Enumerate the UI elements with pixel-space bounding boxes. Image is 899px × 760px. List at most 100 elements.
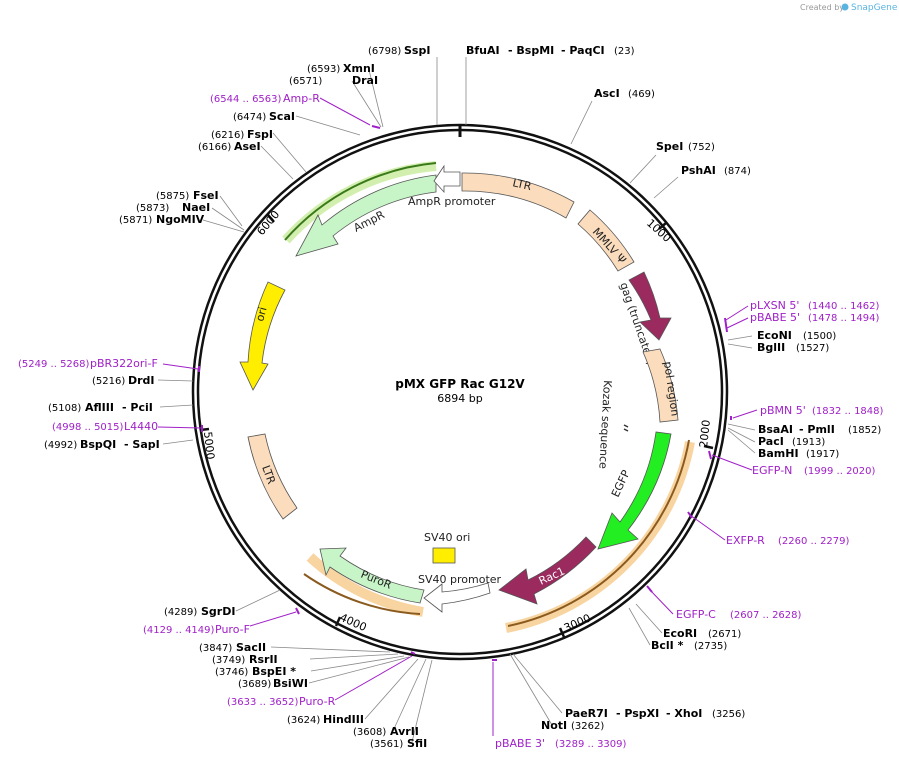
egfpc-primer-label[interactable]: EGFP-C: [676, 608, 716, 621]
l4440-primer-label[interactable]: L4440: [124, 420, 158, 433]
pbmn-primer-range: (1832 .. 1848): [812, 406, 884, 417]
hindiii-label[interactable]: HindIII: [323, 713, 364, 726]
sspi-pos: (6798): [368, 46, 401, 57]
pbabe5-primer-label[interactable]: pBABE 5': [750, 311, 800, 324]
sv40-ori-feature[interactable]: [432, 547, 456, 564]
econi-label[interactable]: EcoNI: [757, 329, 792, 342]
puror-primer-label[interactable]: Puro-R: [299, 695, 336, 708]
sapi-label[interactable]: - SapI: [124, 438, 160, 451]
bfuai-pos: (23): [614, 46, 635, 57]
plxsn-primer-range: (1440 .. 1462): [808, 301, 880, 312]
tick-2000-mark: [703, 444, 714, 450]
paci-label[interactable]: PacI: [758, 435, 784, 448]
snapgene-logo-icon: [841, 3, 849, 11]
bcli-label[interactable]: BclI *: [651, 639, 684, 652]
ltr-top-feature[interactable]: [461, 172, 575, 219]
xmni-label[interactable]: XmnI: [343, 62, 375, 75]
purof-primer-range: (4129 .. 4149): [143, 625, 215, 636]
l4440-primer-range: (4998 .. 5015): [52, 422, 124, 433]
ampr-feature[interactable]: [295, 174, 437, 257]
ltr-bottom-feature[interactable]: [247, 433, 298, 520]
bamhi-pos: (1917): [806, 449, 839, 460]
paci-pos: (1913): [792, 437, 825, 448]
paer7i-pos: (3256): [712, 709, 745, 720]
puror-feature[interactable]: [319, 547, 425, 604]
bfuai-label[interactable]: BfuAI: [466, 44, 500, 57]
kozak-feature[interactable]: [623, 424, 629, 428]
fsei-pos: (5875): [156, 191, 189, 202]
sacii-label[interactable]: SacII: [236, 641, 266, 654]
plxsn-primer-label[interactable]: pLXSN 5': [750, 299, 799, 312]
pcii-label[interactable]: - PciI: [122, 401, 153, 414]
asei-label[interactable]: AseI: [234, 140, 261, 153]
drai-label[interactable]: DraI: [352, 74, 378, 87]
spei-label[interactable]: SpeI: [656, 140, 683, 153]
avrii-label[interactable]: AvrII: [390, 725, 419, 738]
sv40-promoter-feature[interactable]: [423, 582, 491, 613]
sfii-label[interactable]: SfiI: [407, 737, 427, 750]
sgrdi-label[interactable]: SgrDI: [201, 605, 235, 618]
fspi-label[interactable]: FspI: [247, 128, 273, 141]
ampr-primer-label[interactable]: Amp-R: [283, 92, 320, 105]
asci-pos: (469): [628, 89, 655, 100]
noti-label[interactable]: NotI: [541, 719, 567, 732]
rsrii-label[interactable]: RsrII: [249, 653, 278, 666]
scai-label[interactable]: ScaI: [269, 110, 295, 123]
fspi-pos: (6216): [211, 130, 244, 141]
pbabe3-primer-label[interactable]: pBABE 3': [495, 737, 545, 750]
drdi-label[interactable]: DrdI: [128, 374, 155, 387]
sacii-pos: (3847): [199, 643, 232, 654]
paqci-label[interactable]: - PaqCI: [561, 44, 605, 57]
afliii-label[interactable]: AflIII: [85, 401, 114, 414]
avrii-pos: (3608): [353, 727, 386, 738]
paer7i-label[interactable]: PaeR7I: [565, 707, 608, 720]
purof-primer-label[interactable]: Puro-F: [215, 623, 250, 636]
pbmn-primer-label[interactable]: pBMN 5': [760, 404, 806, 417]
egfp-label: EGFP: [609, 468, 633, 500]
bsiwi-label[interactable]: BsiWI: [273, 677, 308, 690]
asei-pos: (6166): [198, 142, 231, 153]
ori-feature[interactable]: [239, 281, 286, 391]
bsaai-label[interactable]: BsaAI: [758, 423, 793, 436]
pshai-label[interactable]: PshAI: [681, 164, 716, 177]
pspxi-label[interactable]: - PspXI: [616, 707, 659, 720]
plasmid-length: 6894 bp: [437, 392, 482, 405]
pol-region-feature[interactable]: [642, 348, 679, 423]
egfp-orf-arc: [507, 439, 690, 627]
mmlv-psi-feature[interactable]: [577, 209, 635, 272]
bspqi-pos: (4992): [44, 440, 77, 451]
ecori-label[interactable]: EcoRI: [663, 627, 697, 640]
ampr-promoter-feature[interactable]: [433, 164, 461, 194]
tick-2000: 2000: [697, 419, 713, 448]
gag-feature[interactable]: [628, 271, 672, 341]
bglii-label[interactable]: BglII: [757, 341, 785, 354]
ecori-pos: (2671): [708, 629, 741, 640]
fsei-label[interactable]: FseI: [193, 189, 219, 202]
bspqi-label[interactable]: BspQI: [80, 438, 116, 451]
ngomiv-label[interactable]: NgoMIV: [156, 213, 205, 226]
exfpr-primer-range: (2260 .. 2279): [778, 536, 850, 547]
sfii-pos: (3561): [370, 739, 403, 750]
drai-pos: (6571): [289, 76, 322, 87]
tick-4000-mark: [334, 616, 342, 627]
exfpr-primer-label[interactable]: EXFP-R: [726, 534, 765, 547]
naei-label[interactable]: NaeI: [182, 201, 210, 214]
rac1-feature[interactable]: [498, 536, 597, 605]
pbr322-primer-label[interactable]: pBR322ori-F: [90, 357, 158, 370]
pmli-label[interactable]: - PmlI: [799, 423, 835, 436]
brand-name: SnapGene: [851, 3, 898, 13]
bspmi-label[interactable]: - BspMI: [508, 44, 554, 57]
xhoi-label[interactable]: - XhoI: [666, 707, 702, 720]
ampr-primer-range: (6544 .. 6563): [210, 94, 282, 105]
bspei-label[interactable]: BspEI *: [252, 665, 296, 678]
spei-pos: (752): [688, 142, 715, 153]
egfp-feature[interactable]: [597, 431, 672, 550]
pbr322-primer-range: (5249 .. 5268): [18, 359, 90, 370]
econi-pos: (1500): [803, 331, 836, 342]
bamhi-label[interactable]: BamHI: [758, 447, 799, 460]
asci-label[interactable]: AscI: [594, 87, 620, 100]
egfpn-primer-label[interactable]: EGFP-N: [752, 464, 792, 477]
pbabe5-primer-range: (1478 .. 1494): [808, 313, 880, 324]
sspi-label[interactable]: SspI: [404, 44, 430, 57]
